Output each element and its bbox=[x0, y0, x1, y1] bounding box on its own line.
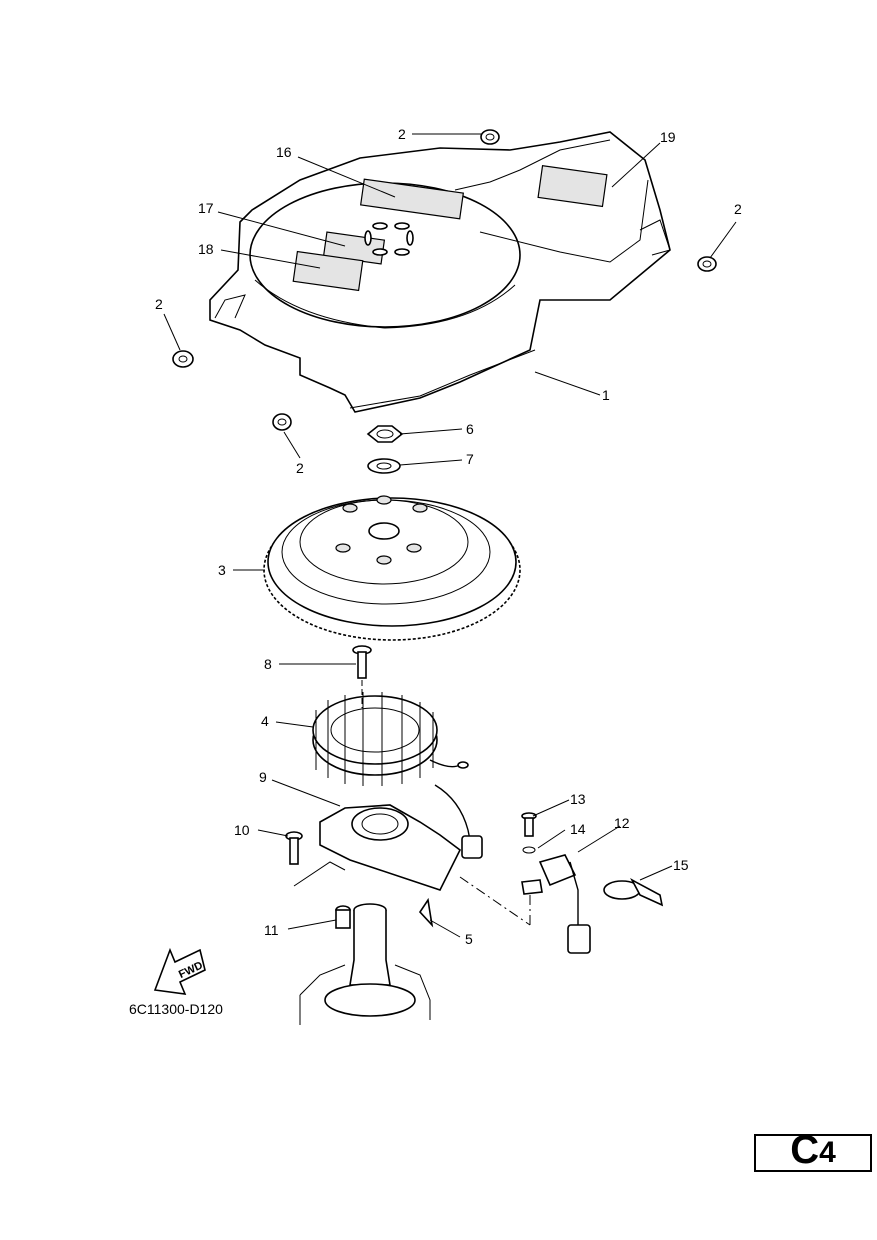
grommet-right bbox=[697, 256, 717, 272]
stator bbox=[312, 692, 473, 851]
bolt bbox=[352, 645, 372, 679]
callout-8: 8 bbox=[264, 656, 272, 672]
woodruff-key bbox=[418, 897, 434, 928]
crankshaft bbox=[299, 903, 431, 1025]
callout-9: 9 bbox=[259, 769, 267, 785]
callout-3: 3 bbox=[218, 562, 226, 578]
cover-vent-holes bbox=[364, 222, 414, 256]
callout-labels: 2 19 16 17 18 2 2 1 2 6 7 3 8 4 9 13 14 … bbox=[155, 126, 742, 947]
callout-4: 4 bbox=[261, 713, 269, 729]
callout-11: 11 bbox=[264, 922, 279, 938]
stator-bracket bbox=[319, 804, 483, 891]
callout-1: 1 bbox=[602, 387, 610, 403]
grommet-top bbox=[480, 129, 500, 145]
screw bbox=[285, 831, 303, 865]
flywheel-holes bbox=[335, 495, 428, 565]
callout-5: 5 bbox=[465, 931, 473, 947]
callout-13: 13 bbox=[570, 791, 586, 807]
grommet-left bbox=[172, 350, 194, 368]
callout-2: 2 bbox=[296, 460, 304, 476]
dowel-pin bbox=[335, 905, 351, 929]
callout-2: 2 bbox=[155, 296, 163, 312]
callout-2: 2 bbox=[734, 201, 742, 217]
fwd-arrow-icon: FWD bbox=[153, 947, 206, 995]
cable-tie bbox=[603, 878, 664, 907]
callout-12: 12 bbox=[614, 815, 630, 831]
callout-15: 15 bbox=[673, 857, 689, 873]
leader-lines bbox=[163, 133, 737, 938]
diagram-code: 6C11300-D120 bbox=[129, 1001, 223, 1017]
washer bbox=[367, 458, 401, 474]
nut bbox=[366, 425, 404, 443]
callout-17: 17 bbox=[198, 200, 214, 216]
callout-16: 16 bbox=[276, 144, 292, 160]
callout-7: 7 bbox=[466, 451, 474, 467]
callout-6: 6 bbox=[466, 421, 474, 437]
callout-2: 2 bbox=[398, 126, 406, 142]
grommet-bottom bbox=[272, 413, 292, 431]
page-label-number: 4 bbox=[819, 1136, 836, 1169]
flywheel-cover bbox=[209, 131, 671, 413]
callout-18: 18 bbox=[198, 241, 214, 257]
page-label-letter: C bbox=[790, 1128, 820, 1172]
callout-10: 10 bbox=[234, 822, 250, 838]
pulser-coil bbox=[521, 812, 591, 954]
callout-14: 14 bbox=[570, 821, 586, 837]
flywheel bbox=[263, 495, 521, 641]
callout-19: 19 bbox=[660, 129, 676, 145]
